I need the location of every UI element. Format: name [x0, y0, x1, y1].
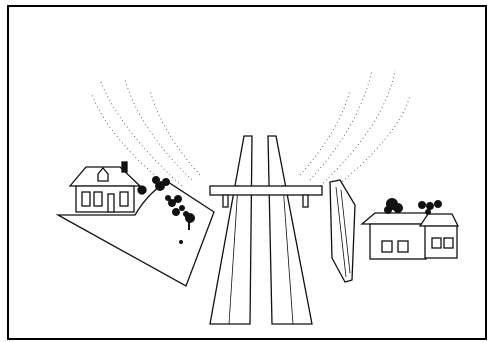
highway-lane-line: [282, 184, 294, 325]
sound-wave-left-1: [149, 89, 201, 176]
window-icon: [443, 237, 454, 249]
sound-wave-right-3: [319, 69, 396, 187]
window-icon: [119, 191, 129, 207]
embankment-with-trees: [55, 176, 215, 287]
overpass: [209, 185, 323, 208]
overpass-pier: [302, 194, 309, 208]
window-icon: [81, 191, 91, 207]
window-icon: [431, 237, 442, 249]
overpass-pier: [222, 194, 229, 208]
overpass-deck: [209, 185, 323, 196]
house-left-dormer: [97, 166, 109, 182]
sound-waves: [91, 69, 411, 193]
door-icon: [107, 193, 115, 213]
sound-wave-right-4: [329, 94, 411, 193]
earth-berm: [55, 181, 215, 287]
chimney-icon: [121, 161, 128, 173]
sound-wave-left-2: [124, 79, 193, 181]
highway-right-lane: [267, 135, 313, 325]
highway-lane-line: [228, 184, 239, 325]
tree-cluster: [152, 176, 195, 244]
noise-barrier-wall: [329, 179, 356, 283]
highway: [209, 135, 313, 325]
figure-frame: [7, 5, 487, 340]
houses-right: [360, 198, 460, 260]
tree-cluster: [384, 198, 442, 215]
highway-left-lane: [209, 135, 253, 325]
house-left: [68, 161, 147, 213]
window-icon: [397, 240, 409, 253]
window-icon: [93, 191, 103, 207]
sound-wave-right-2: [309, 69, 373, 181]
sound-wave-right-1: [299, 89, 351, 176]
sound-wall: [329, 179, 356, 283]
window-icon: [381, 240, 393, 253]
